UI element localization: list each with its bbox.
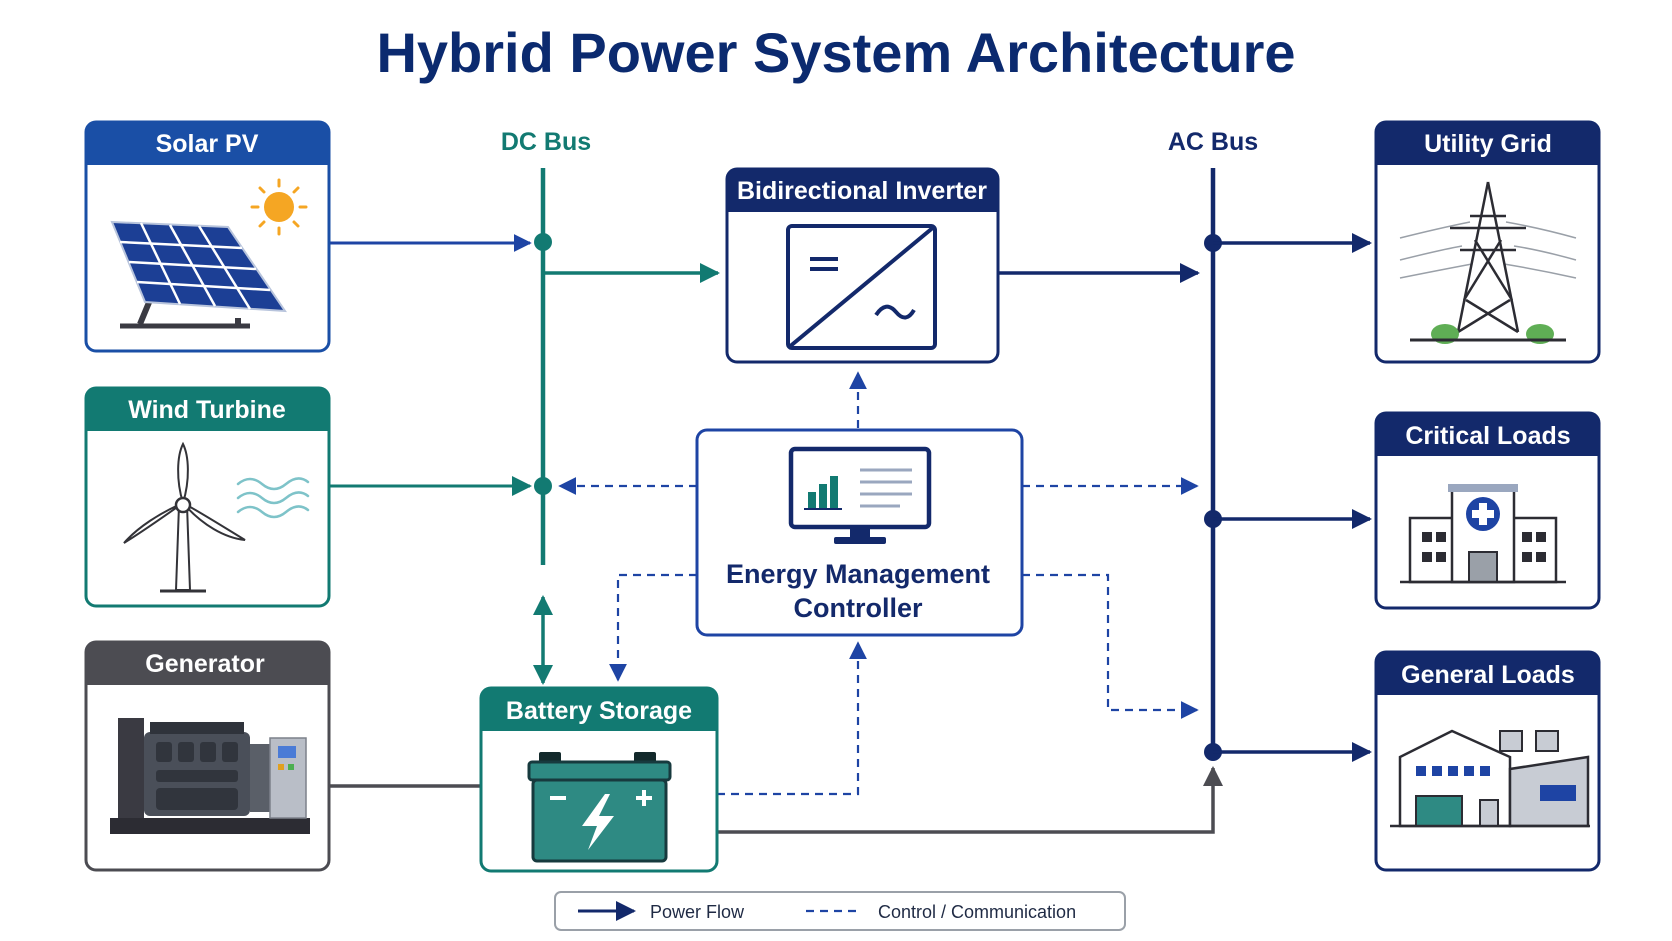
generator-box: Generator: [84, 640, 331, 872]
power-flow-lines: [330, 233, 1372, 834]
generator-icon: [110, 718, 310, 834]
inverter-symbol-icon: [786, 224, 937, 350]
controller-to-battery-signal: [609, 573, 697, 682]
transmission-tower-icon: [1399, 181, 1577, 344]
wind-turbine-box: Wind Turbine: [84, 386, 331, 608]
lightning-bolt-icon: [582, 794, 614, 850]
battery-storage-box: Battery Storage: [479, 686, 719, 873]
utility-grid-title: Utility Grid: [1424, 130, 1552, 158]
battery-to-ac-arrow: [717, 766, 1223, 834]
control-lines: [558, 371, 1199, 796]
solar-pv-title: Solar PV: [156, 130, 259, 158]
legend-control-label: Control / Communication: [878, 902, 1076, 922]
wind-waves-icon: [236, 477, 310, 519]
inverter-title: Bidirectional Inverter: [737, 177, 987, 205]
wind-turbine-icon: [123, 441, 310, 593]
legend: Power Flow Control / Communication: [554, 891, 1126, 931]
solar-pv-box: Solar PV: [84, 120, 331, 353]
dc-bus-label: DC Bus: [501, 128, 591, 156]
ac-bus: AC Bus: [1168, 128, 1258, 761]
battery-icon: [527, 752, 672, 863]
general-loads-title: General Loads: [1401, 661, 1575, 689]
sun-icon: [250, 178, 308, 236]
ac-bus-label: AC Bus: [1168, 128, 1258, 156]
page-title: Hybrid Power System Architecture: [376, 21, 1295, 84]
legend-power-flow-label: Power Flow: [650, 902, 745, 922]
critical-loads-title: Critical Loads: [1405, 422, 1570, 450]
solar-panel-icon: [110, 178, 308, 329]
factory-icon: [1390, 729, 1590, 828]
general-loads-box: General Loads: [1374, 650, 1601, 872]
critical-loads-box: Critical Loads: [1374, 411, 1601, 610]
utility-grid-box: Utility Grid: [1374, 120, 1601, 364]
battery-to-controller-signal: [717, 641, 867, 796]
hospital-icon: [1400, 484, 1566, 584]
generator-title: Generator: [145, 650, 265, 678]
controller-title-line1: Energy Management: [726, 559, 990, 589]
wind-turbine-title: Wind Turbine: [128, 396, 286, 424]
dc-bus: DC Bus: [501, 128, 591, 565]
controller-to-loads-signal: [1022, 573, 1199, 719]
energy-management-controller-box: Energy Management Controller: [695, 428, 1024, 637]
battery-storage-title: Battery Storage: [506, 697, 692, 725]
bidirectional-inverter-box: Bidirectional Inverter: [725, 167, 1000, 364]
controller-title-line2: Controller: [793, 593, 922, 623]
dc-bus-node-solar: [534, 233, 552, 251]
monitor-dashboard-icon: [788, 446, 932, 544]
dc-bus-node-wind: [534, 477, 552, 495]
